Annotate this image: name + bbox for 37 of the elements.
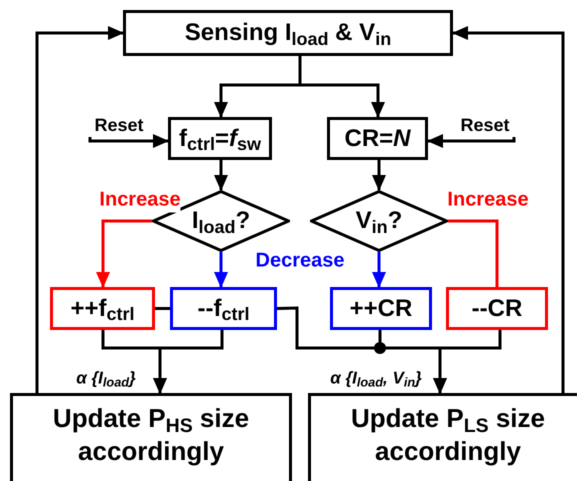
node-label: ++f$_{ctrl}$ [70,294,135,324]
input-label: Reset [94,114,144,136]
decision-diamond [310,190,448,252]
node-label: I$_{load}$? [192,206,250,236]
arrow [153,330,224,394]
process-box [330,287,432,330]
arrow [427,134,516,148]
node-label: Update P$_{HS}$ size accordingly [52,402,250,468]
process-box [446,287,548,330]
arrow [36,26,124,393]
node-label: CR=N [344,124,411,154]
process-box [50,287,155,330]
arrow [433,330,502,394]
input-label: Reset [460,114,510,136]
node-label: V$_{in}$? [356,206,402,236]
node-label: Update P$_{LS}$ size accordingly [350,402,546,468]
process-box [123,10,453,56]
process-box [170,287,277,330]
arrow [372,252,386,288]
process-box [168,117,272,160]
node-label: f$_{ctrl}$=f$_{sw}$ [178,124,262,154]
process-box [327,117,428,160]
arrow [214,252,228,288]
connector-line [448,220,498,287]
arrow [96,220,152,288]
node-label: --CR [472,294,522,324]
arrow [372,160,386,191]
process-box [10,393,292,481]
arrow [298,56,385,118]
node-label: Sensing I$_{load}$ & V$_{in}$ [184,18,392,48]
arrow [88,134,169,148]
connector-line [155,307,170,310]
arrow [214,160,228,191]
process-box [308,393,577,481]
arrow [452,26,564,393]
node-label: ++CR [350,294,412,324]
node-label: --f$_{ctrl}$ [198,294,250,324]
